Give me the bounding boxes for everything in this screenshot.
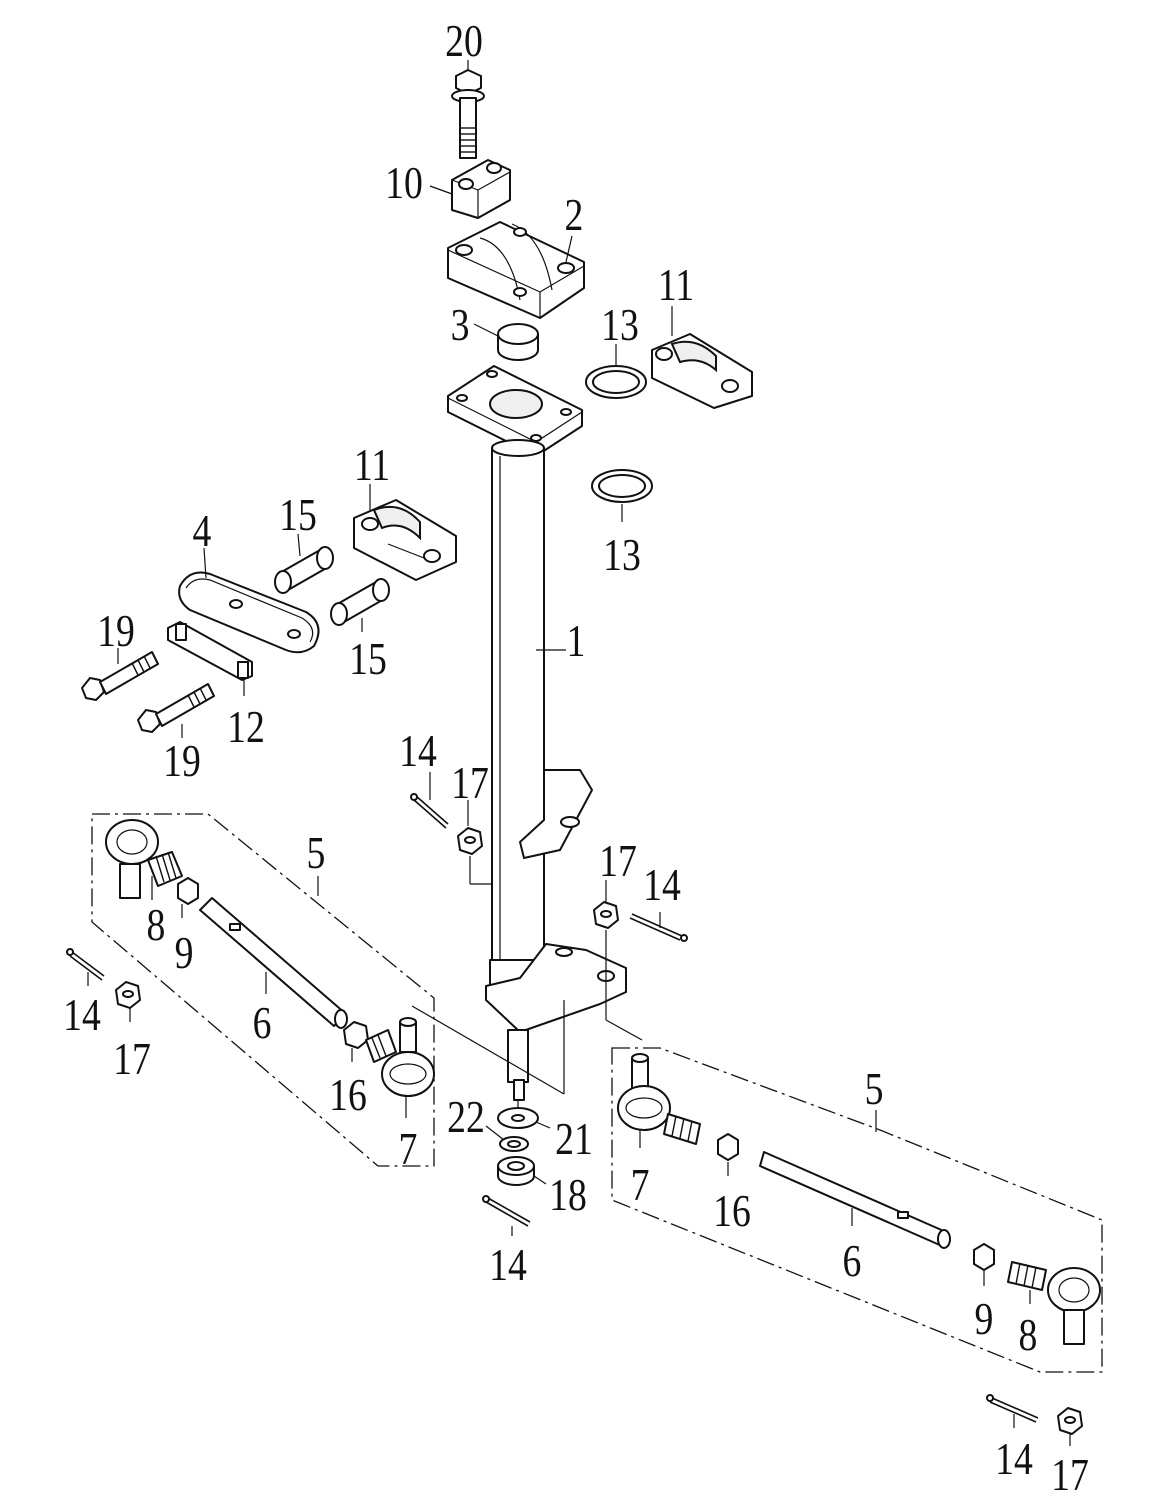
callout-17-left: 17 bbox=[113, 1035, 151, 1085]
part-17-castle-nut-left bbox=[115, 981, 141, 1009]
part-2-handlebar-holder bbox=[447, 221, 585, 319]
callout-1: 1 bbox=[567, 617, 586, 667]
part-10-upper-clamp bbox=[451, 159, 511, 219]
callout-21: 21 bbox=[555, 1115, 593, 1165]
part-22-spring-washer bbox=[499, 1136, 529, 1152]
callout-19-top: 19 bbox=[97, 607, 135, 657]
callout-11-top: 11 bbox=[658, 261, 694, 311]
part-14-cotter-pin-bottom bbox=[482, 1195, 531, 1227]
part-13-seal-upper bbox=[585, 365, 647, 399]
callout-4: 4 bbox=[193, 507, 212, 557]
callout-17-center: 17 bbox=[451, 759, 489, 809]
part-21-washer bbox=[497, 1107, 539, 1129]
callout-14-center: 14 bbox=[399, 727, 437, 777]
callout-5-left: 5 bbox=[307, 829, 326, 879]
callout-10: 10 bbox=[385, 159, 423, 209]
part-11-bushing-holder-mid bbox=[353, 499, 457, 581]
callout-16-right: 16 bbox=[713, 1187, 751, 1237]
part-14-cotter-pin-right bbox=[629, 913, 688, 942]
part-14-cotter-pin-center bbox=[410, 793, 449, 829]
callout-22: 22 bbox=[447, 1093, 485, 1143]
callout-8-right: 8 bbox=[1019, 1311, 1038, 1361]
part-14-cotter-pin-bottom-right bbox=[986, 1394, 1039, 1423]
callout-17-bottom-right: 17 bbox=[1051, 1451, 1089, 1501]
part-15-bushing-lower bbox=[330, 578, 390, 626]
callout-9-right: 9 bbox=[975, 1295, 994, 1345]
callout-9-left: 9 bbox=[175, 929, 194, 979]
part-17-castle-nut-right bbox=[593, 901, 619, 929]
part-12-lock-plate bbox=[167, 621, 253, 681]
part-3-rubber-cap bbox=[497, 323, 539, 361]
callout-7-left: 7 bbox=[399, 1125, 418, 1175]
callout-16-left: 16 bbox=[329, 1071, 367, 1121]
callout-14-left: 14 bbox=[63, 991, 101, 1041]
callout-13-bottom: 13 bbox=[603, 531, 641, 581]
callout-8-left: 8 bbox=[147, 901, 166, 951]
part-15-bushing-upper bbox=[274, 546, 334, 594]
part-17-castle-nut-bottom-right bbox=[1057, 1407, 1083, 1435]
assembly-lines bbox=[411, 856, 643, 1108]
callout-13-top: 13 bbox=[601, 301, 639, 351]
callout-19-bottom: 19 bbox=[163, 737, 201, 787]
callout-3: 3 bbox=[451, 301, 470, 351]
callout-5-right: 5 bbox=[865, 1065, 884, 1115]
callout-15-bottom: 15 bbox=[349, 635, 387, 685]
callout-20: 20 bbox=[445, 17, 483, 67]
callout-18: 18 bbox=[549, 1171, 587, 1221]
callout-14-bottom-right: 14 bbox=[995, 1435, 1033, 1485]
part-1-steering-column bbox=[447, 365, 627, 1101]
part-11-bushing-holder-upper bbox=[651, 333, 753, 409]
part-14-cotter-pin-left bbox=[66, 948, 105, 981]
callout-14-right: 14 bbox=[643, 861, 681, 911]
callout-6-left: 6 bbox=[253, 999, 272, 1049]
part-18-nut bbox=[497, 1156, 535, 1186]
callout-14-bottom: 14 bbox=[489, 1241, 527, 1291]
callout-12: 12 bbox=[227, 703, 265, 753]
callout-17-right: 17 bbox=[599, 837, 637, 887]
part-19-bolt-upper bbox=[81, 651, 159, 701]
leader-lines bbox=[87, 60, 1071, 1446]
part-13-seal-lower bbox=[591, 469, 653, 503]
callout-6-right: 6 bbox=[843, 1237, 862, 1287]
tie-rod-assembly-left bbox=[91, 813, 435, 1167]
callout-15-top: 15 bbox=[279, 491, 317, 541]
part-20-flange-bolt bbox=[451, 69, 485, 159]
part-19-bolt-lower bbox=[137, 683, 215, 733]
callout-labels: 20 10 2 3 13 11 13 11 15 4 15 19 1 12 19… bbox=[63, 17, 1089, 1501]
tie-rod-assembly-right bbox=[611, 1047, 1103, 1373]
callout-7-right: 7 bbox=[631, 1161, 650, 1211]
callout-11-mid: 11 bbox=[354, 441, 390, 491]
callout-2: 2 bbox=[565, 191, 584, 241]
part-4-link-plate bbox=[178, 571, 320, 654]
part-17-castle-nut-center bbox=[457, 827, 483, 855]
